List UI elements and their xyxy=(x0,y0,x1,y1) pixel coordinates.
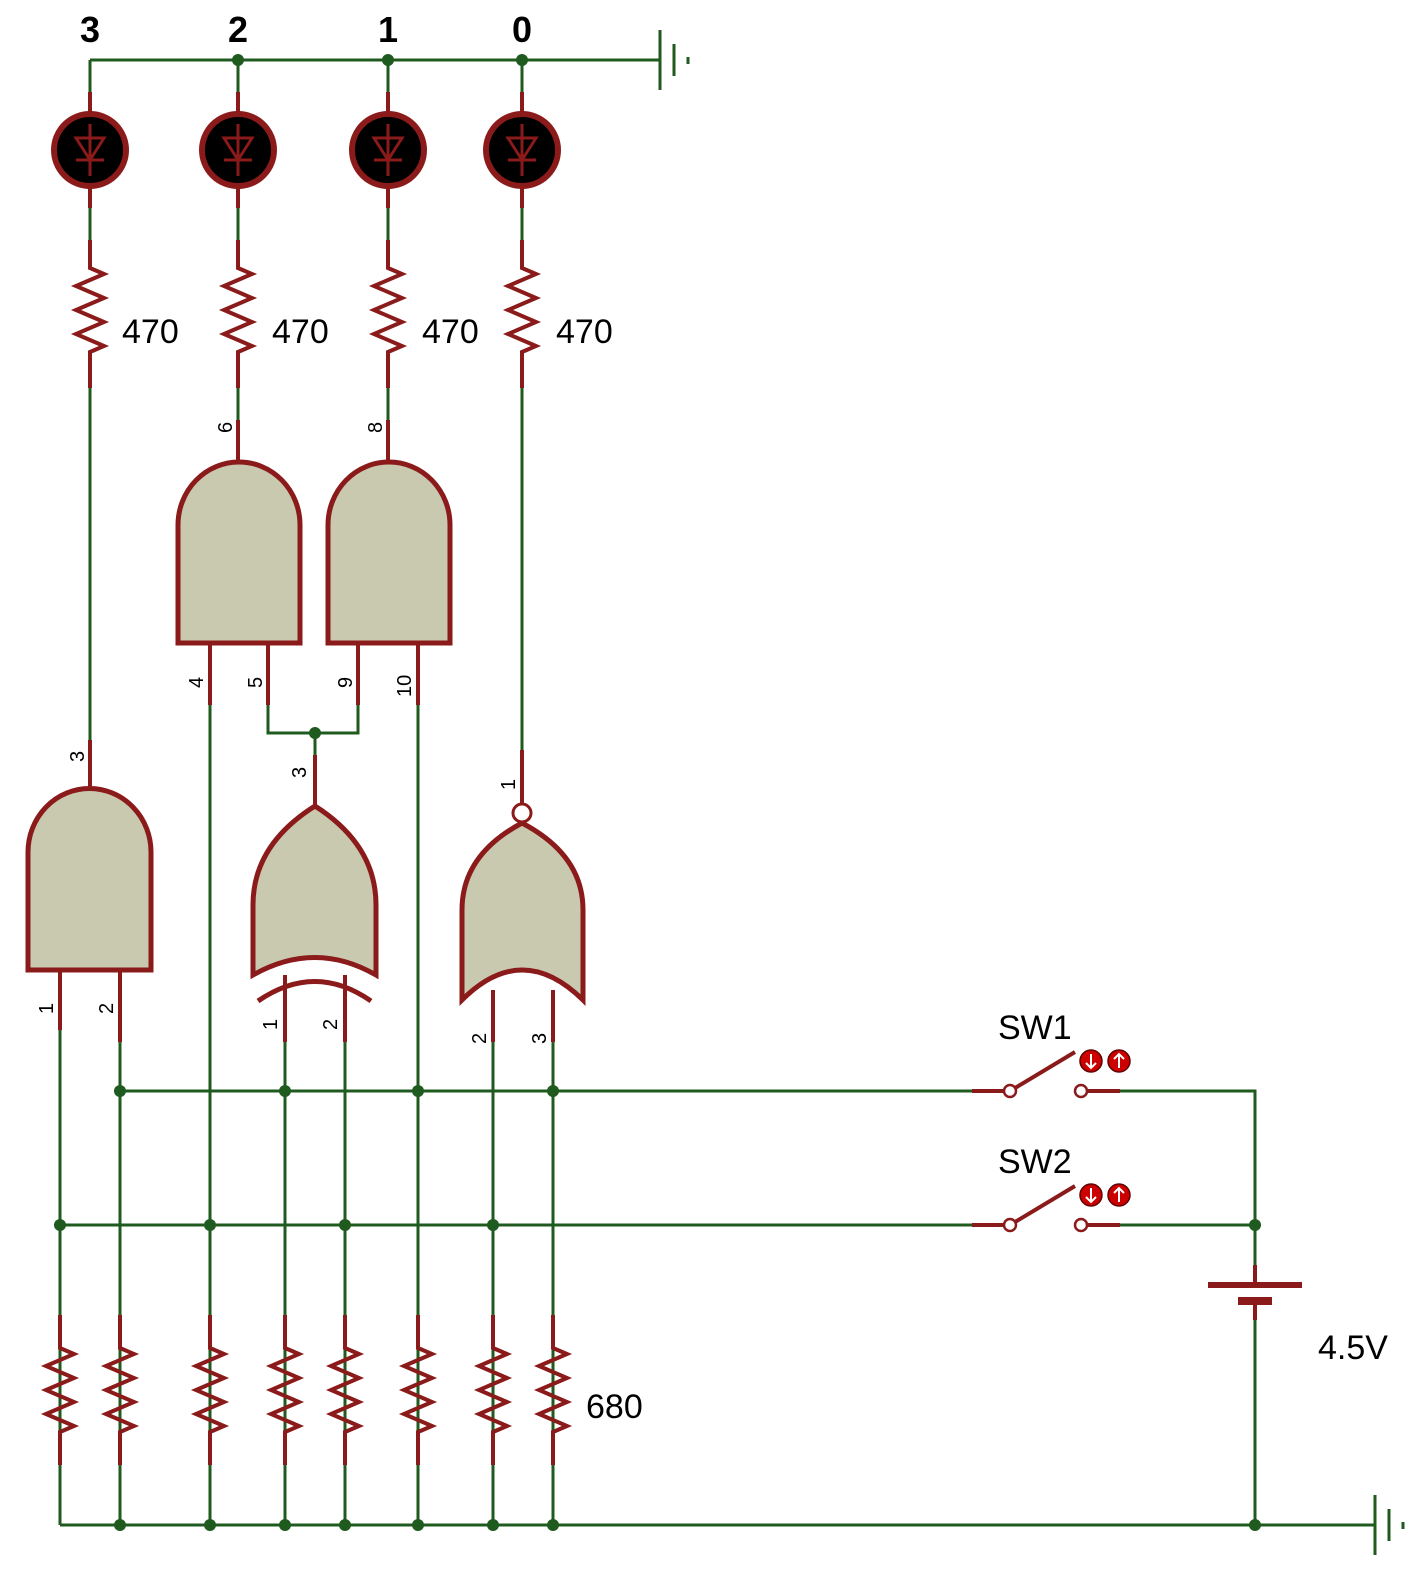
sw1-down-arrow-icon[interactable] xyxy=(1079,1049,1103,1073)
led-resistors: 470 470 470 470 xyxy=(70,240,613,388)
resistor-value-bit-1: 470 xyxy=(422,313,479,351)
ground-symbol-bottom xyxy=(1373,1495,1405,1555)
leds xyxy=(51,92,561,208)
pull-down-resistor xyxy=(40,1315,80,1465)
sw2-down-arrow-icon[interactable] xyxy=(1079,1183,1103,1207)
bit-label-0: 0 xyxy=(512,9,532,50)
wires xyxy=(58,58,1375,1527)
bit-label-3: 3 xyxy=(80,9,100,50)
sw2-up-arrow-icon[interactable] xyxy=(1107,1183,1131,1207)
pin-label: 3 xyxy=(529,1033,551,1044)
sw2-label: SW2 xyxy=(998,1143,1072,1181)
pull-down-resistor xyxy=(265,1315,305,1465)
resistor-bit-2: 470 xyxy=(218,240,329,388)
sw1-up-arrow-icon[interactable] xyxy=(1107,1049,1131,1073)
pull-down-resistor xyxy=(398,1315,438,1465)
pin-label: 2 xyxy=(469,1033,491,1044)
pull-down-resistor xyxy=(325,1315,365,1465)
pin-label: 1 xyxy=(498,779,520,790)
pin-label: 2 xyxy=(320,1019,342,1030)
and-gate-bit-1: 8 9 10 xyxy=(325,420,453,705)
pin-label: 9 xyxy=(335,677,357,688)
pull-down-resistor xyxy=(100,1315,140,1465)
pin-label: 6 xyxy=(215,422,237,433)
bit-label-2: 2 xyxy=(228,9,248,50)
battery-label: 4.5V xyxy=(1318,1329,1388,1367)
led-bit-1 xyxy=(349,92,427,208)
battery: 4.5V xyxy=(1208,1265,1388,1367)
bit-labels: 3 2 1 0 xyxy=(80,9,532,50)
pin-label: 3 xyxy=(67,751,89,762)
resistor-value-bit-2: 470 xyxy=(272,313,329,351)
led-bit-3 xyxy=(51,92,129,208)
led-bit-2 xyxy=(199,92,277,208)
resistor-value-bit-3: 470 xyxy=(122,313,179,351)
pull-down-value: 680 xyxy=(586,1388,643,1426)
ground-symbol-top xyxy=(658,30,690,90)
switch-sw2: SW2 xyxy=(972,1143,1131,1233)
and-gate-bit-2: 6 4 5 xyxy=(175,420,303,705)
pin-label: 10 xyxy=(394,675,416,697)
pull-down-resistor xyxy=(533,1315,573,1465)
pull-down-resistor xyxy=(190,1315,230,1465)
pin-label: 5 xyxy=(245,677,267,688)
resistor-bit-1: 470 xyxy=(368,240,479,388)
pin-label: 8 xyxy=(365,422,387,433)
nor-inversion-bubble xyxy=(511,802,533,824)
bit-label-1: 1 xyxy=(378,9,398,50)
resistor-value-bit-0: 470 xyxy=(556,313,613,351)
pull-down-resistors xyxy=(40,1315,573,1465)
nor-gate: 1 2 3 xyxy=(459,750,586,1044)
pin-label: 3 xyxy=(289,767,311,778)
pin-label: 1 xyxy=(260,1019,282,1030)
pin-label: 2 xyxy=(96,1003,118,1014)
sw1-label: SW1 xyxy=(998,1009,1072,1047)
pin-label: 1 xyxy=(36,1003,58,1014)
switch-sw1: SW1 xyxy=(972,1009,1131,1099)
led-bit-0 xyxy=(483,92,561,208)
pull-down-resistor xyxy=(473,1315,513,1465)
xor-gate: 3 1 2 xyxy=(250,755,379,1042)
resistor-bit-3: 470 xyxy=(70,240,179,388)
resistor-bit-0: 470 xyxy=(502,240,613,388)
and-gate-bit-3: 3 1 2 xyxy=(25,740,154,1042)
junction-dots xyxy=(54,54,1261,1531)
pin-label: 4 xyxy=(186,677,208,688)
